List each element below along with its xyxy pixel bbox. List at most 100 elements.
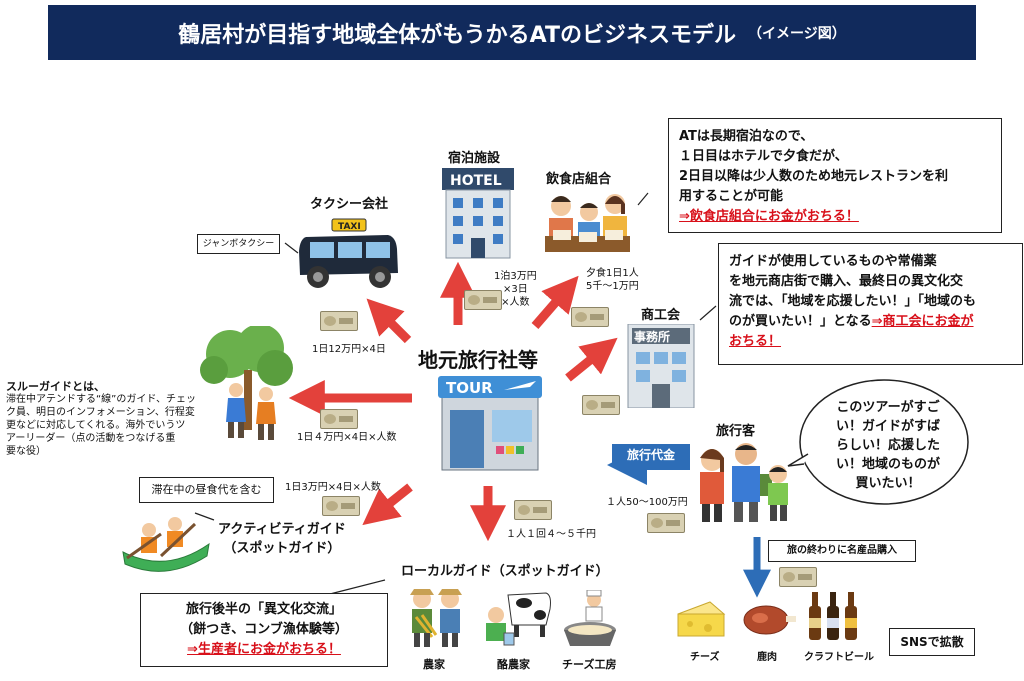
dairy-farmer-icon	[486, 592, 551, 646]
money-bill-icon	[582, 395, 620, 415]
guide-note-heading: スルーガイドとは、	[6, 380, 105, 393]
culture-note-highlight: ⇒生産者にお金がおちる！	[187, 642, 341, 657]
money-bill-icon	[647, 513, 685, 533]
commerce-note-line: 流では、「地域を応援したい！」「地域のも	[729, 294, 977, 309]
money-bill-icon	[464, 290, 502, 310]
speech-line: 買いたい！	[855, 476, 921, 491]
venison-icon	[743, 605, 796, 635]
money-bill-icon	[322, 496, 360, 516]
hotel-payment-line: 1泊3万円	[494, 271, 537, 282]
restaurant-payment-line: 5千～1万円	[586, 281, 639, 292]
activity-tag-text: 滞在中の昼食代を含む	[151, 483, 262, 496]
commerce-sign: 事務所	[634, 329, 670, 344]
restaurant-payment-line: 夕食1日1人	[586, 268, 639, 279]
local-label: ローカルガイド（スポットガイド）	[401, 564, 609, 579]
restaurant-note-line: ATは長期宿泊なので、	[679, 129, 814, 144]
purchase-label-box: 旅の終わりに名産品購入	[768, 540, 916, 562]
commerce-note-line: ガイドが使用しているものや常備薬	[729, 254, 937, 269]
restaurant-people-icon	[545, 194, 630, 252]
taxi-car-icon: TAXI	[299, 218, 398, 288]
hotel-label: 宿泊施設	[448, 151, 501, 166]
speech-bubble	[787, 379, 969, 505]
title-bar: 鶴居村が目指す地域全体がもうかるATのビジネスモデル （イメージ図）	[48, 5, 976, 60]
guide-note: スルーガイドとは、 滞在中アテンドする“線”のガイド、チェッ ク員、明日のインフ…	[6, 380, 206, 458]
guide-note-line: 要な役）	[6, 446, 46, 457]
activity-label-line: （スポットガイド）	[223, 541, 341, 556]
fee-label: 旅行代金	[626, 448, 675, 462]
money-bill-icon	[571, 307, 609, 327]
culture-note: 旅行後半の「異文化交流」 （餅つき、コンブ漁体験等） ⇒生産者にお金がおちる！	[140, 593, 388, 667]
cheese-factory-icon	[564, 590, 616, 646]
arrow-to-commerce	[565, 337, 618, 382]
restaurant-payment: 夕食1日1人 5千～1万円	[586, 267, 639, 293]
speech-line: い！地域のものが	[835, 457, 940, 472]
product-label-beer: クラフトビール	[804, 652, 874, 663]
hotel-building-icon: HOTEL	[442, 168, 514, 259]
agency-sign: TOUR	[446, 379, 493, 397]
farmers-icon	[410, 589, 462, 647]
money-bill-icon	[320, 311, 358, 331]
sns-label: SNSで拡散	[900, 635, 964, 649]
craft-beer-icon	[809, 592, 857, 640]
agency-building-icon: TOUR	[438, 376, 542, 471]
guide-note-line: ク員、明日のインフォメーション、行程変	[6, 407, 195, 418]
taxi-tag: ジャンボタクシー	[197, 234, 280, 254]
producer-label-cheese: チーズ工房	[562, 658, 617, 671]
restaurant-note-highlight: ⇒飲食店組合にお金がおちる！	[679, 209, 859, 224]
arrow-to-taxi	[366, 298, 412, 344]
fee-value: １人50～100万円	[606, 497, 688, 508]
guide-hikers-icon	[200, 326, 293, 440]
restaurant-note-line: 2日目以降は少人数のため地元レストランを利	[679, 169, 949, 184]
money-bill-icon	[320, 409, 358, 429]
product-label-cheese: チーズ	[690, 652, 720, 663]
activity-tag: 滞在中の昼食代を含む	[139, 477, 274, 503]
commerce-note-line-4: のが買いたい！」となる⇒商工会にお金が	[729, 312, 1012, 332]
sns-box: SNSで拡散	[889, 628, 975, 656]
commerce-note-line: を地元商店街で購入、最終日の異文化交	[729, 274, 964, 289]
activity-label: アクティビティガイド （スポットガイド）	[218, 520, 346, 558]
commerce-note: ガイドが使用しているものや常備薬 を地元商店街で購入、最終日の異文化交 流では、…	[718, 243, 1023, 365]
guide-note-line: 滞在中アテンドする“線”のガイド、チェッ	[6, 394, 196, 405]
arrow-to-activity	[362, 483, 413, 526]
producer-label-dairy: 酪農家	[497, 658, 530, 671]
speech-line: このツアーがすご	[836, 400, 940, 415]
culture-note-line: 旅行後半の「異文化交流」	[185, 602, 342, 617]
cheese-icon	[677, 601, 726, 637]
travelers-icon	[700, 443, 788, 522]
traveler-label: 旅行客	[716, 424, 756, 439]
restaurant-note-line: １日目はホテルで夕食だが、	[679, 149, 848, 164]
hotel-payment: 1泊3万円 ×3日 ×人数	[494, 270, 537, 309]
activity-label-line: アクティビティガイド	[218, 522, 346, 537]
speech-text: このツアーがすご い！ガイドがすば らしい！応援した い！地域のものが 買いたい…	[828, 398, 948, 493]
activity-payment: 1日3万円×4日×人数	[285, 482, 381, 493]
hotel-sign: HOTEL	[450, 173, 502, 189]
speech-line: らしい！応援した	[835, 438, 940, 453]
taxi-payment: 1日12万円×4日	[312, 344, 386, 355]
arrow-to-restaurant	[531, 275, 579, 329]
office-building-icon: 事務所	[627, 324, 695, 408]
hotel-payment-line: ×人数	[501, 297, 530, 308]
producer-label-farmer: 農家	[423, 658, 445, 671]
speech-line: い！ガイドがすば	[835, 419, 940, 434]
culture-note-line: （餅つき、コンブ漁体験等）	[180, 622, 348, 637]
commerce-note-line-4-text: のが買いたい！」となる	[729, 314, 872, 329]
guide-payment: 1日４万円×4日×人数	[297, 432, 397, 443]
commerce-note-highlight-1: ⇒商工会にお金が	[871, 314, 974, 329]
taxi-tag-text: ジャンボタクシー	[202, 239, 275, 249]
money-bill-icon	[514, 500, 552, 520]
commerce-note-highlight-2: おちる！	[729, 334, 782, 349]
product-label-venison: 鹿肉	[757, 652, 777, 663]
title-sub: （イメージ図）	[747, 25, 846, 42]
fee-box: 旅行代金	[612, 444, 690, 466]
taxi-label: タクシー会社	[310, 197, 389, 212]
title-main: 鶴居村が目指す地域全体がもうかるATのビジネスモデル	[178, 22, 736, 48]
local-payment: １人１回４～５千円	[506, 529, 596, 540]
agency-label: 地元旅行社等	[418, 348, 538, 372]
hotel-payment-line: ×3日	[502, 284, 528, 295]
restaurant-note: ATは長期宿泊なので、 １日目はホテルで夕食だが、 2日目以降は少人数のため地元…	[668, 118, 1002, 233]
commerce-label: 商工会	[641, 308, 681, 323]
purchase-label: 旅の終わりに名産品購入	[787, 545, 897, 556]
guide-note-line: 更などに対応してくれる。海外でいうツ	[6, 420, 186, 431]
taxi-sign: TAXI	[338, 222, 361, 232]
canoe-icon	[122, 517, 210, 572]
